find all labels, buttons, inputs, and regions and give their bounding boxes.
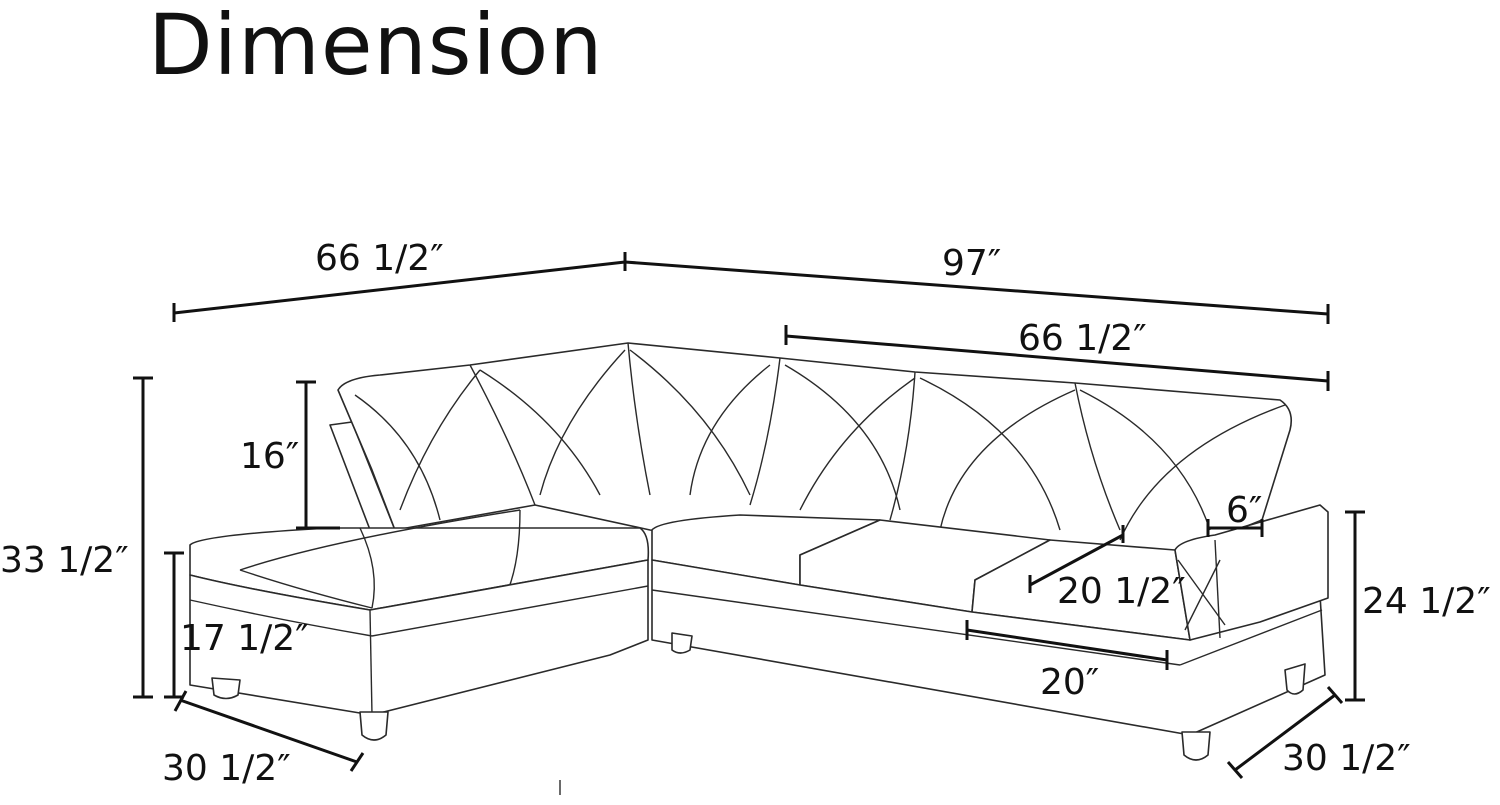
- dimension-labels: 66 1/2″ 97″ 66 1/2″ 16″ 33 1/2″ 17 1/2″ …: [0, 238, 1491, 789]
- dimension-lines: [133, 252, 1365, 779]
- label-chaise-depth: 30 1/2″: [162, 748, 291, 789]
- label-arm-height: 24 1/2″: [1362, 581, 1491, 622]
- leg-front-middle: [359, 711, 389, 741]
- chaise-base: [189, 559, 649, 716]
- leg-inner: [671, 632, 693, 654]
- label-seat-width: 20″: [1040, 662, 1099, 703]
- leg-front-left: [211, 677, 241, 700]
- sectional-sofa-illustration: [189, 342, 1329, 795]
- leg-front-right: [1181, 731, 1211, 761]
- label-arm-width: 6″: [1226, 490, 1262, 531]
- label-total-height: 33 1/2″: [0, 540, 129, 581]
- page-title: Dimension: [148, 0, 604, 94]
- label-seat-depth: 20 1/2″: [1057, 571, 1186, 612]
- label-sofa-back-width: 66 1/2″: [1018, 318, 1147, 359]
- leg-back-right: [1284, 663, 1306, 695]
- label-overall-chaise-width: 66 1/2″: [315, 238, 444, 279]
- label-seat-height: 17 1/2″: [180, 618, 309, 659]
- label-overall-length: 97″: [942, 243, 1001, 284]
- label-sofa-depth: 30 1/2″: [1282, 738, 1411, 779]
- label-back-cushion-height: 16″: [240, 436, 299, 477]
